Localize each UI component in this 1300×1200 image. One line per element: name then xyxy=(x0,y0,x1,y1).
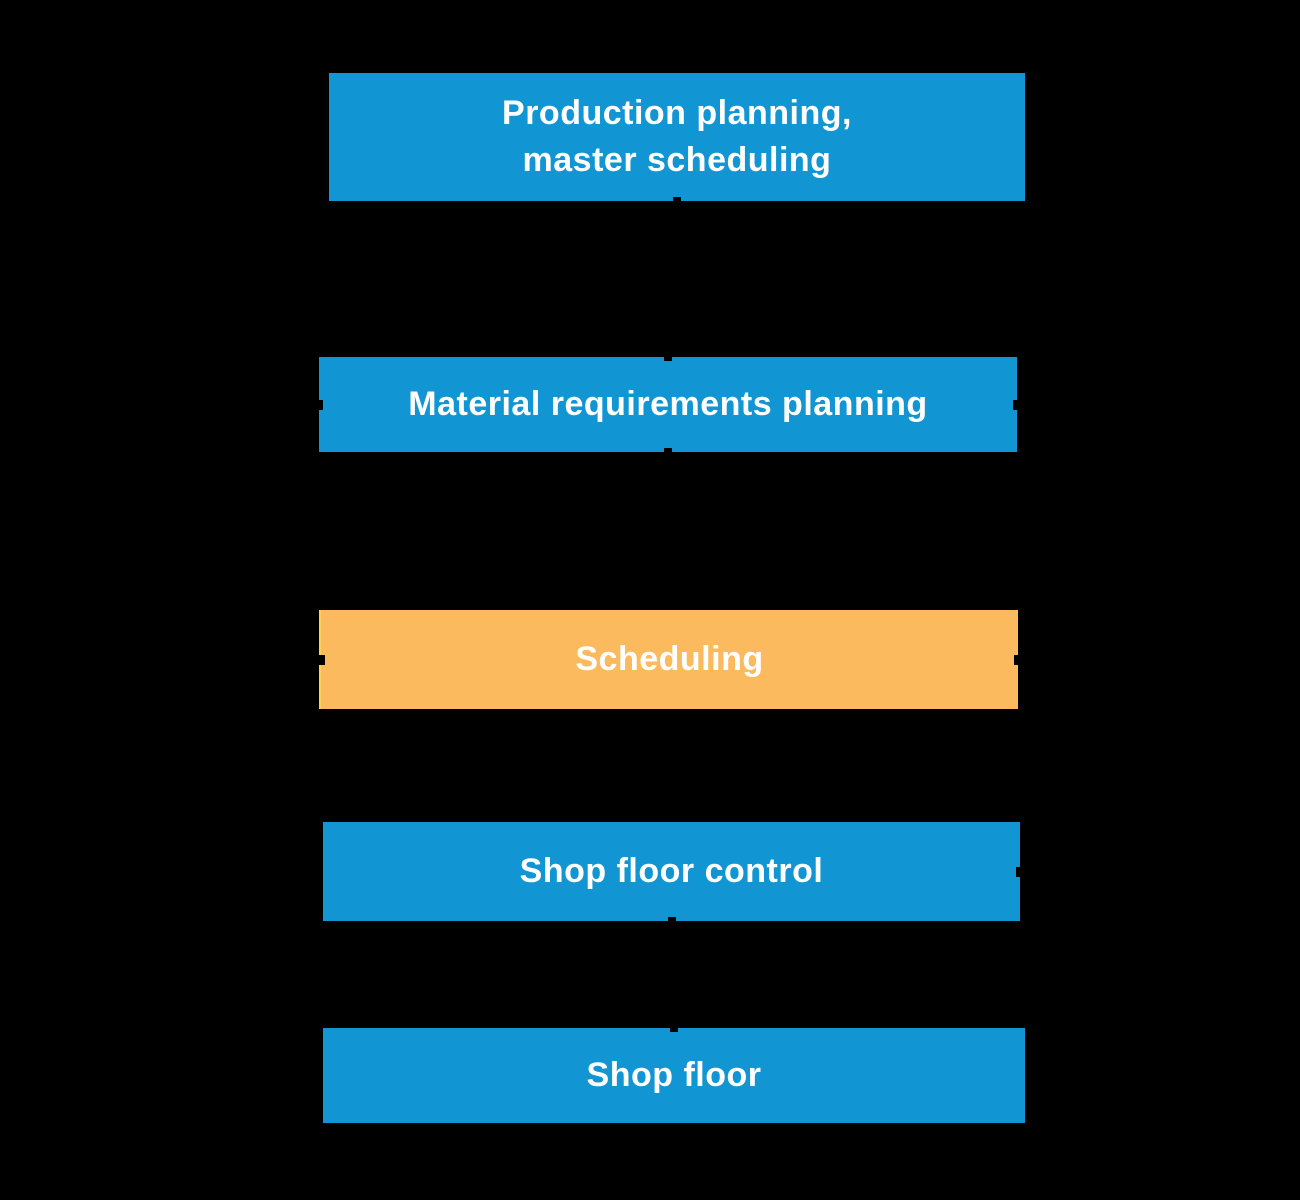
connector-tip xyxy=(670,1024,678,1032)
node-material-requirements-planning: Material requirements planning xyxy=(317,353,1019,456)
node-production-planning: Production planning, master scheduling xyxy=(329,73,1025,205)
node-scheduling: Scheduling xyxy=(319,610,1020,709)
connector-tip xyxy=(317,399,323,410)
connector-tip xyxy=(664,448,672,456)
connector-tip xyxy=(673,197,681,205)
connector-tip xyxy=(319,654,325,665)
connector-tip xyxy=(1016,866,1022,877)
node-shop-floor-control: Shop floor control xyxy=(323,822,1022,925)
node-production-planning-label: Production planning, master scheduling xyxy=(502,94,852,179)
node-shop-floor-label: Shop floor xyxy=(586,1056,762,1095)
connector-tip xyxy=(664,353,672,361)
node-material-requirements-planning-label: Material requirements planning xyxy=(408,385,928,424)
connector-tip xyxy=(1014,654,1020,665)
node-shop-floor: Shop floor xyxy=(323,1024,1025,1123)
connector-tip xyxy=(667,917,676,925)
connector-tip xyxy=(1013,399,1019,410)
node-scheduling-label: Scheduling xyxy=(575,640,764,679)
node-shop-floor-control-label: Shop floor control xyxy=(519,852,824,891)
